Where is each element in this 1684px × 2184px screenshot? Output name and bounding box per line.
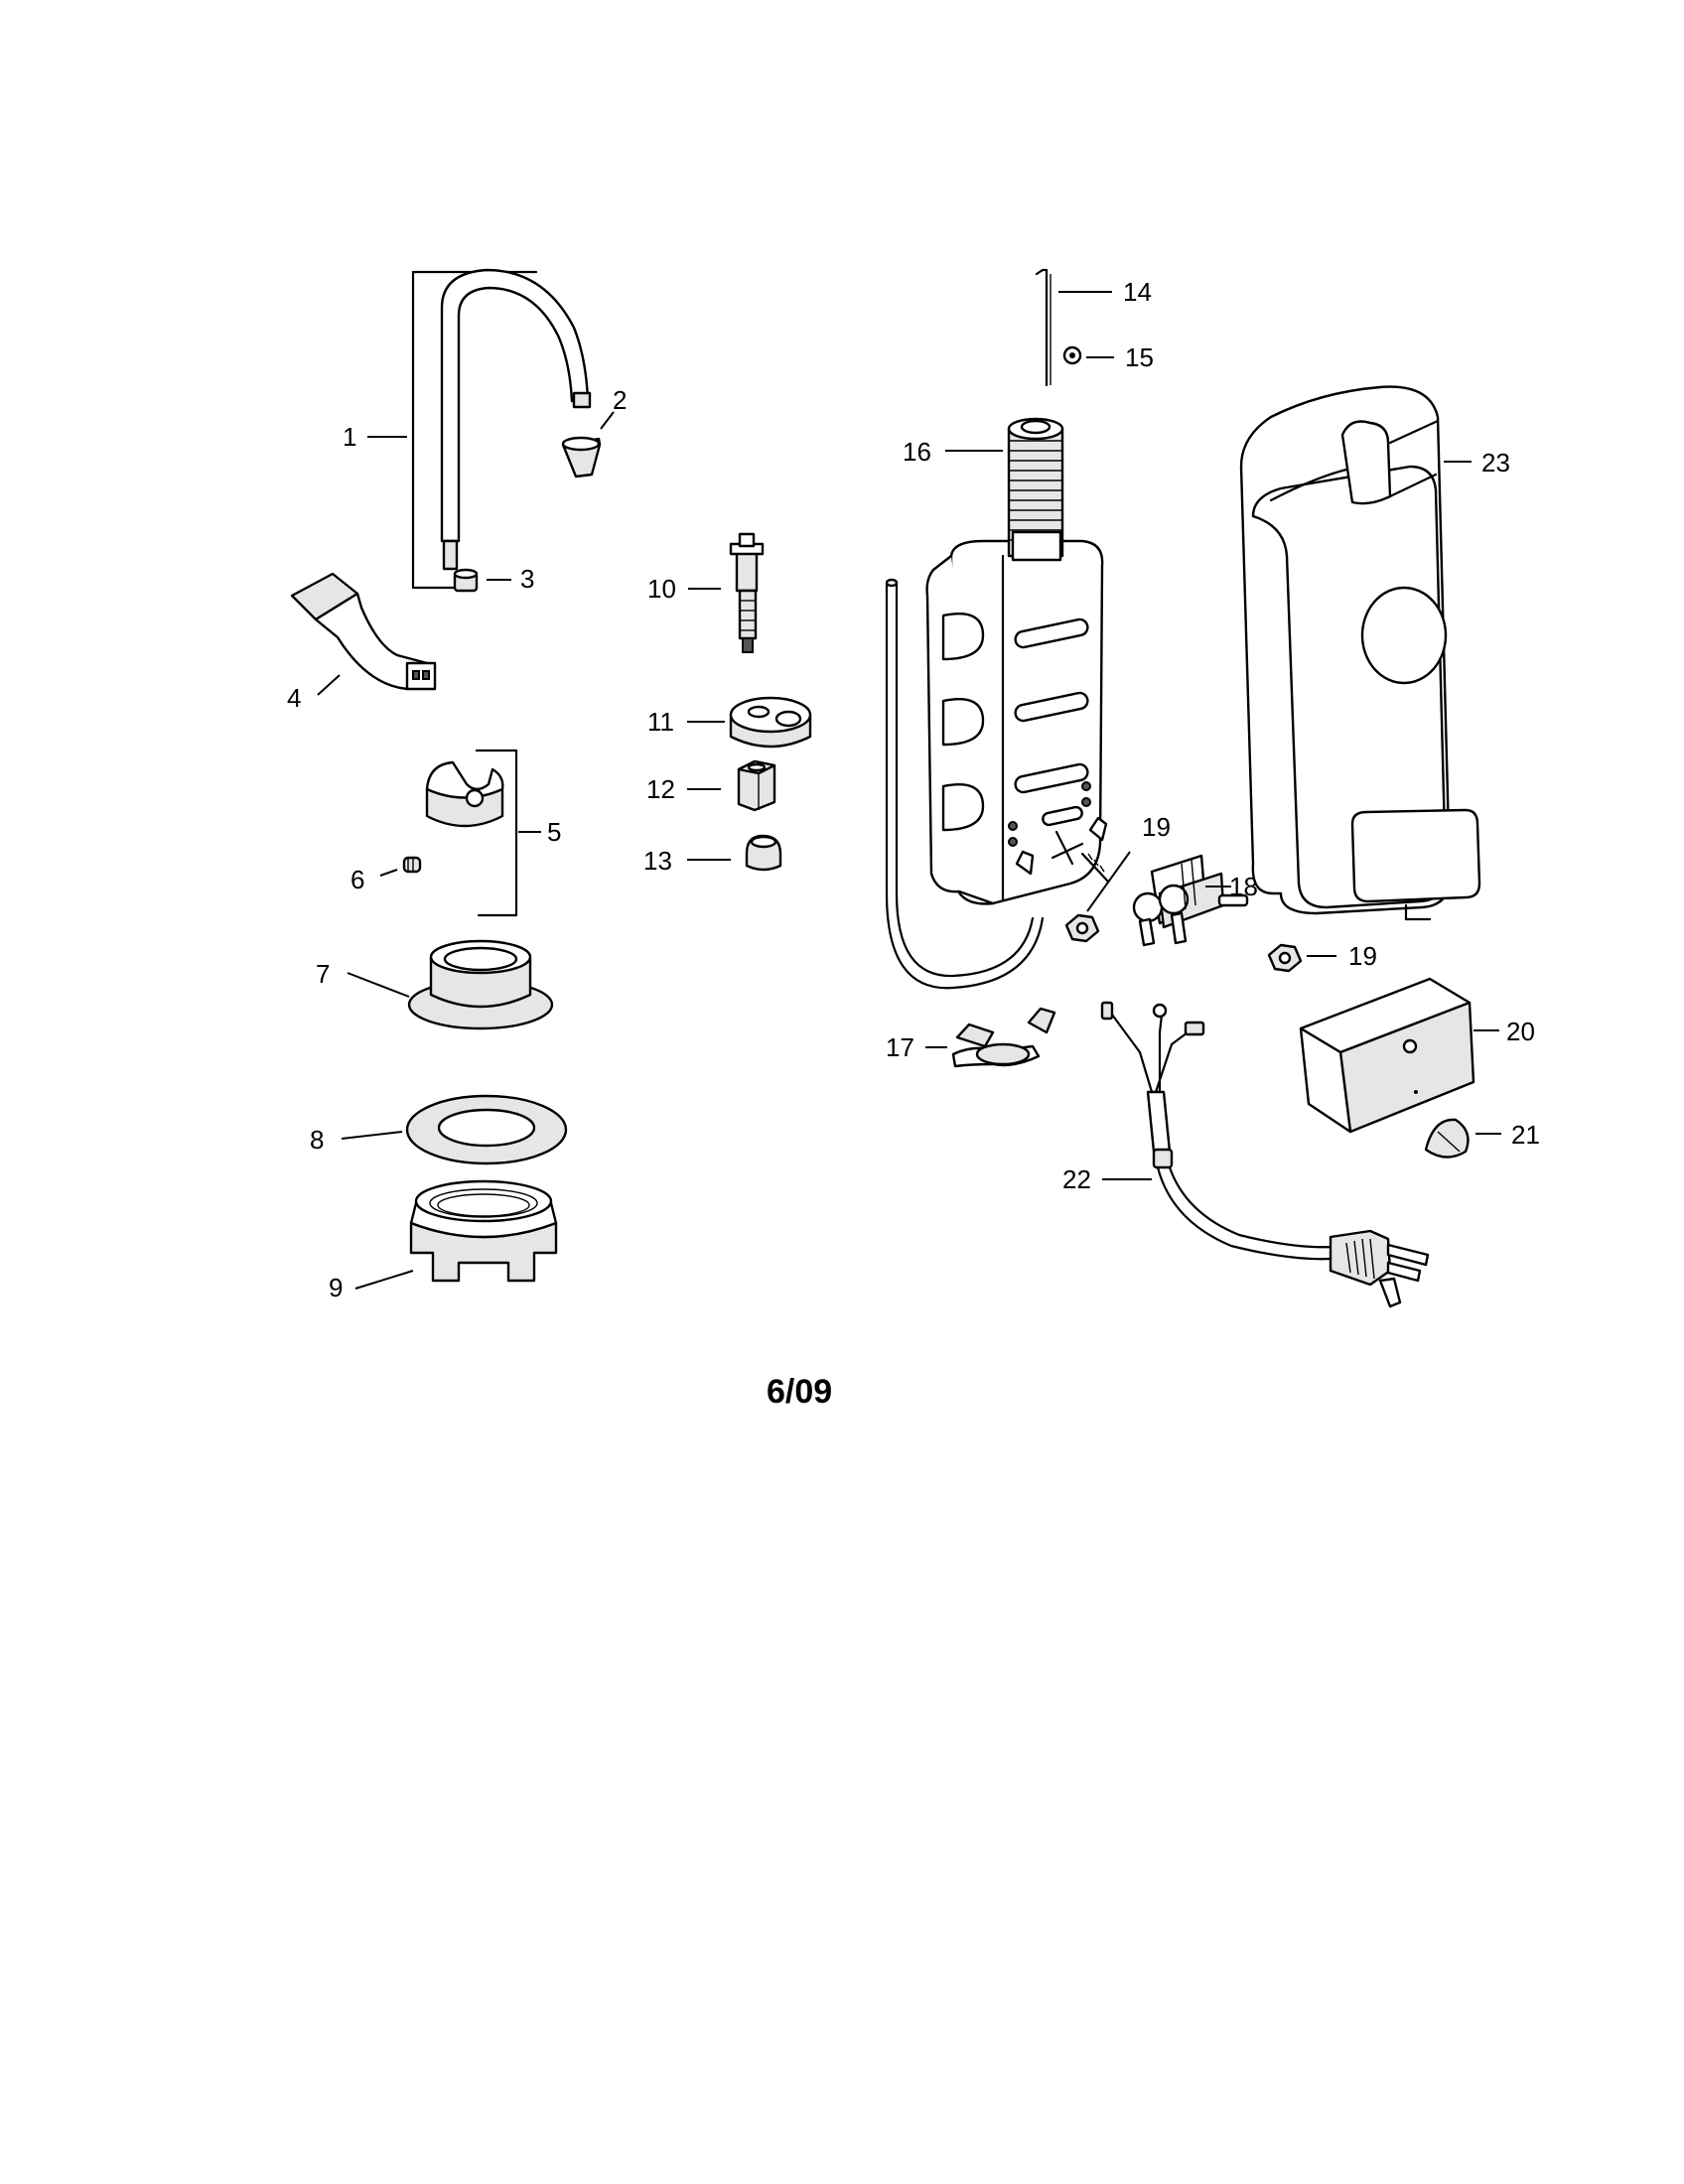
part-13-callout: 13: [643, 846, 731, 876]
part-2-callout: 2: [600, 385, 627, 430]
flanged-collar-drawing: [407, 939, 554, 1030]
part-9-label: 9: [329, 1273, 343, 1302]
mounting-nut-drawing: [409, 1179, 558, 1283]
plug-ribs: [1345, 1238, 1375, 1280]
part-11-label: 11: [647, 707, 674, 737]
lever-handle-drawing: [290, 572, 437, 691]
part-23-callout: 23: [1444, 448, 1510, 478]
part-10-callout: 10: [647, 574, 721, 604]
part-21-label: 21: [1511, 1120, 1540, 1150]
ball-drawing: [1062, 345, 1082, 365]
fuse-holder-drawing: [951, 1007, 1056, 1068]
part-4-label: 4: [287, 683, 301, 713]
valve-stem-drawing: [729, 532, 765, 653]
part-6-callout: 6: [351, 865, 398, 894]
tank-terminals: [1015, 816, 1110, 884]
part-9-callout: 9: [329, 1270, 414, 1302]
bent-rod-drawing: [1035, 268, 1052, 387]
part-7-callout: 7: [316, 959, 410, 998]
tank-slots: [941, 613, 1091, 847]
part-3-label: 3: [520, 564, 534, 594]
part-23-label: 23: [1481, 448, 1510, 478]
part-11-callout: 11: [647, 707, 725, 737]
part-14-label: 14: [1123, 277, 1152, 307]
part-6-label: 6: [351, 865, 364, 894]
part-4-callout: 4: [287, 674, 341, 713]
part-19a-callout: 19: [1086, 812, 1171, 912]
part-13-label: 13: [643, 846, 672, 876]
part-2-label: 2: [613, 385, 627, 415]
power-cord-drawing: [1100, 1001, 1430, 1308]
part-7-label: 7: [316, 959, 330, 989]
ferrule-drawing: [745, 834, 782, 872]
part-16-callout: 16: [903, 437, 1003, 467]
part-15-callout: 15: [1086, 342, 1154, 372]
thermostat-drawing: [1132, 854, 1249, 947]
part-16-label: 16: [903, 437, 931, 467]
set-screw-drawing: [402, 856, 422, 874]
part-1-callout: 1: [343, 422, 407, 452]
part-20-callout: 20: [1474, 1017, 1535, 1046]
part-21-callout: 21: [1475, 1120, 1540, 1150]
part-8-callout: 8: [310, 1125, 403, 1155]
part-19b-label: 19: [1348, 941, 1377, 971]
part-12-callout: 12: [646, 774, 721, 804]
part-22-callout: 22: [1062, 1164, 1152, 1194]
nut-19b-drawing: [1267, 943, 1303, 973]
part-19b-callout: 19: [1307, 941, 1377, 971]
part-8-label: 8: [310, 1125, 324, 1155]
part-5-callout: 5: [518, 817, 561, 847]
cam-body-drawing: [425, 749, 518, 917]
part-5-label: 5: [547, 817, 561, 847]
hex-nut-drawing: [737, 759, 776, 812]
part-10-label: 10: [647, 574, 676, 604]
part-17-callout: 17: [886, 1032, 947, 1062]
part-3-callout: 3: [487, 564, 534, 594]
date-code: 6/09: [767, 1373, 832, 1411]
part-14-callout: 14: [1058, 277, 1152, 307]
tank-drawing: [885, 417, 1110, 990]
part-12-label: 12: [646, 774, 675, 804]
part-22-label: 22: [1062, 1164, 1091, 1194]
part-15-label: 15: [1125, 342, 1154, 372]
wire-nut-drawing: [1424, 1118, 1470, 1159]
tank-cover-drawing: [1239, 385, 1481, 921]
part-1-label: 1: [343, 422, 356, 452]
grommet-drawing: [729, 696, 812, 749]
part-20-label: 20: [1506, 1017, 1535, 1046]
flat-washer-drawing: [405, 1094, 568, 1165]
faucet-spout-drawing: [411, 268, 592, 590]
nut-19a-drawing: [1064, 913, 1100, 943]
small-nut-drawing: [453, 568, 479, 593]
junction-box-drawing: [1299, 977, 1475, 1134]
part-17-label: 17: [886, 1032, 914, 1062]
aerator-drawing: [561, 436, 602, 478]
part-19a-label: 19: [1142, 812, 1171, 842]
